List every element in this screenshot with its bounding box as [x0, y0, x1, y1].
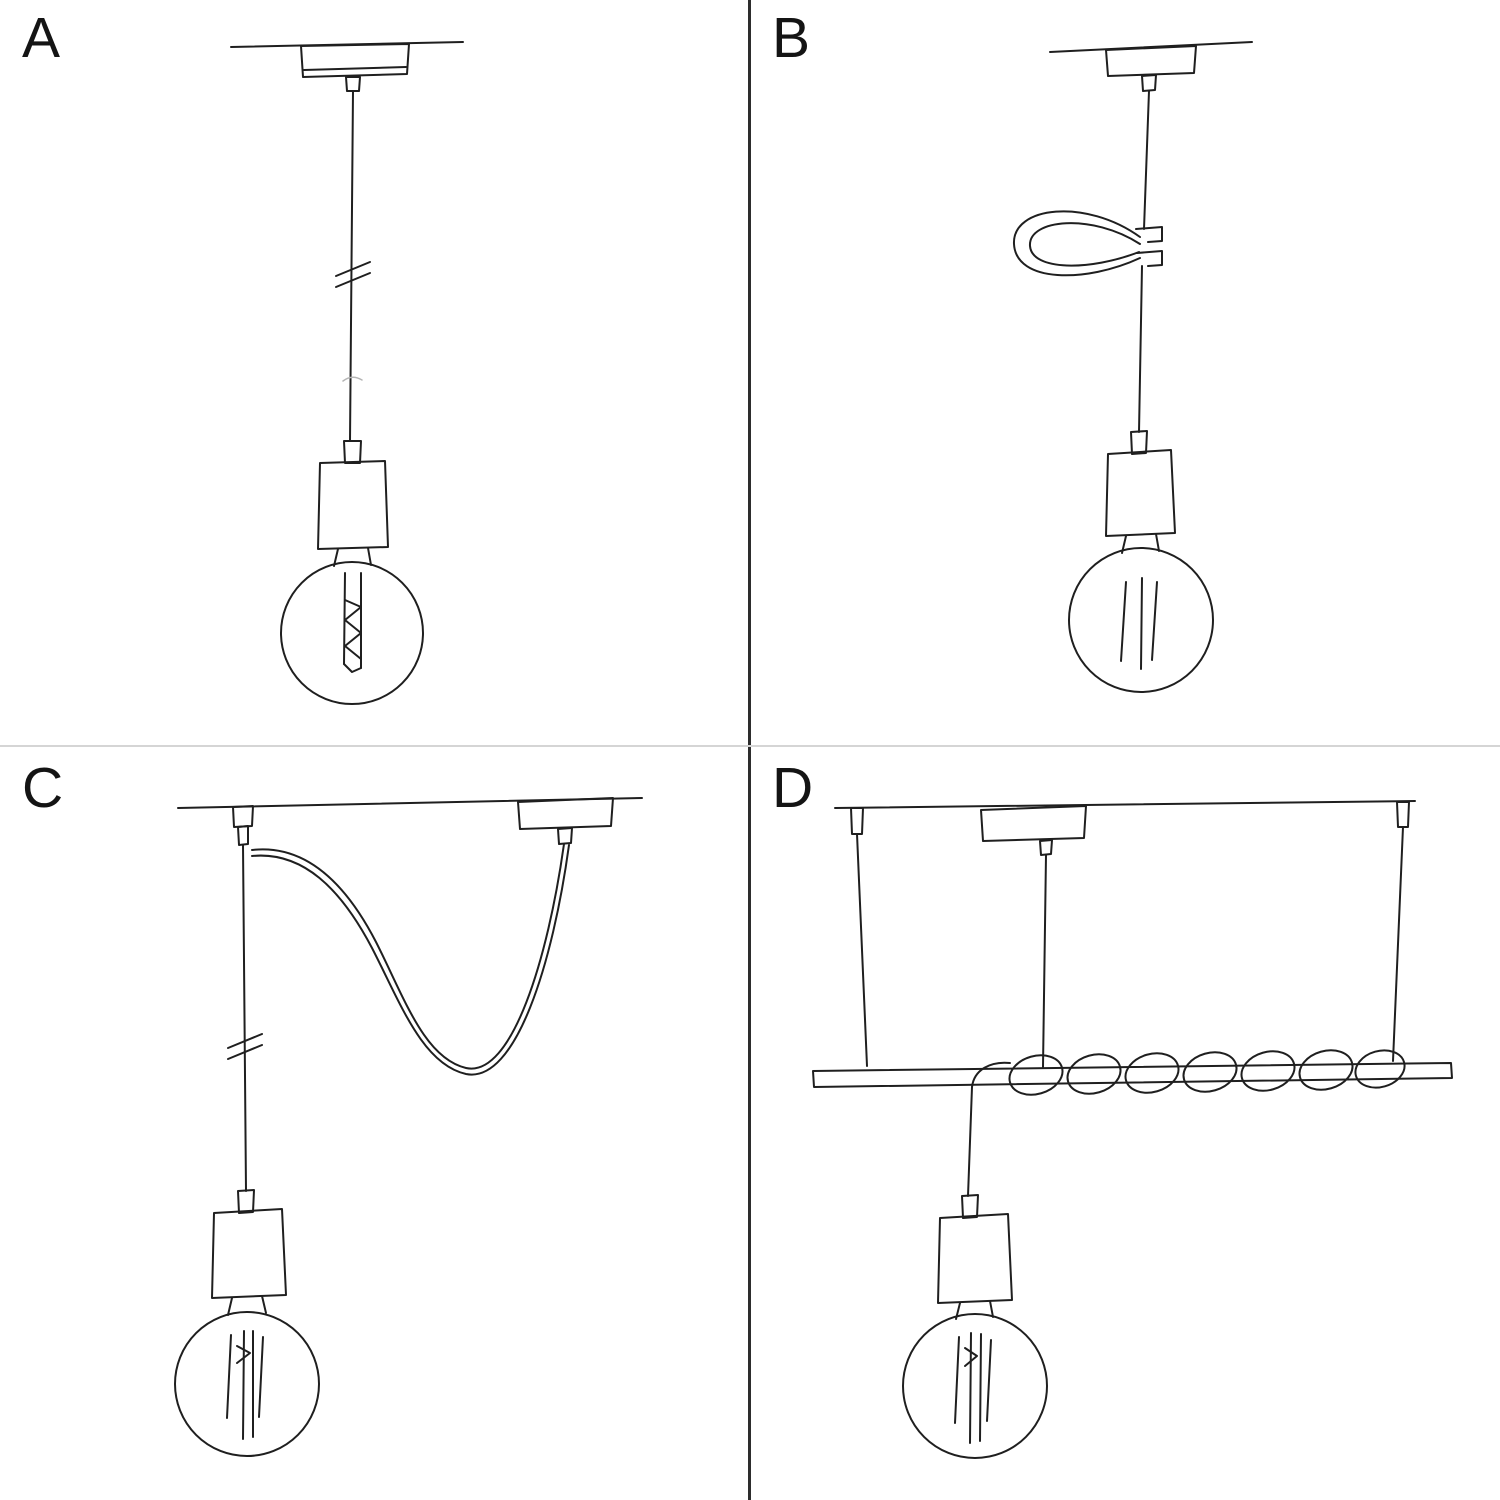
light-bulb [281, 548, 423, 704]
suspension-cable-right [1393, 827, 1403, 1061]
panel-b: B [750, 0, 1500, 750]
lamp-holder [1106, 431, 1175, 536]
lamp-holder [212, 1190, 286, 1298]
pendant-cable [1139, 91, 1149, 432]
panel-a-label: A [22, 6, 63, 70]
panel-c: C [0, 750, 750, 1500]
pendant-straight-sketch [0, 0, 750, 750]
horizontal-divider [0, 745, 1500, 747]
pendant-loop-clip-sketch [750, 0, 1500, 750]
light-bulb [175, 1296, 319, 1456]
pendant-wooden-bar-sketch [750, 750, 1500, 1500]
ceiling-rose [981, 806, 1086, 855]
ceiling-rose [301, 44, 409, 91]
cable-length-marks [336, 262, 370, 381]
ceiling-rose [1106, 46, 1196, 91]
ceiling-pin-left [851, 808, 863, 834]
pendant-cable [243, 845, 246, 1191]
panel-c-label: C [22, 756, 66, 820]
cable-length-marks [228, 1034, 262, 1059]
cable-clip [1136, 227, 1162, 266]
ceiling-pin-right [1397, 802, 1409, 827]
rose-drop-cable [1043, 855, 1046, 1067]
panel-d-label: D [772, 756, 816, 820]
wooden-bar [813, 1063, 1452, 1087]
spiral-cable-wrap [972, 1044, 1409, 1100]
light-bulb [1069, 534, 1213, 692]
suspension-cable-left [857, 834, 867, 1066]
light-bulb [903, 1301, 1047, 1458]
fabric-loop [1014, 211, 1140, 275]
bulb-filament [227, 1331, 263, 1439]
ceiling-rose [518, 798, 613, 844]
vertical-divider [748, 0, 751, 1500]
pendant-cable [968, 1087, 972, 1196]
panel-a: A [0, 0, 750, 750]
bulb-filament [955, 1333, 991, 1443]
swag-cable [252, 844, 569, 1075]
panel-d: D [750, 750, 1500, 1500]
pendant-swag-sketch [0, 750, 750, 1500]
pendant-cable [350, 91, 353, 441]
lamp-holder [318, 441, 388, 549]
ceiling-line [835, 801, 1415, 808]
bulb-filament [344, 573, 361, 672]
lamp-holder [938, 1195, 1012, 1303]
panel-b-label: B [772, 6, 813, 70]
ceiling-hook [233, 806, 253, 845]
bulb-filament [1121, 578, 1157, 669]
